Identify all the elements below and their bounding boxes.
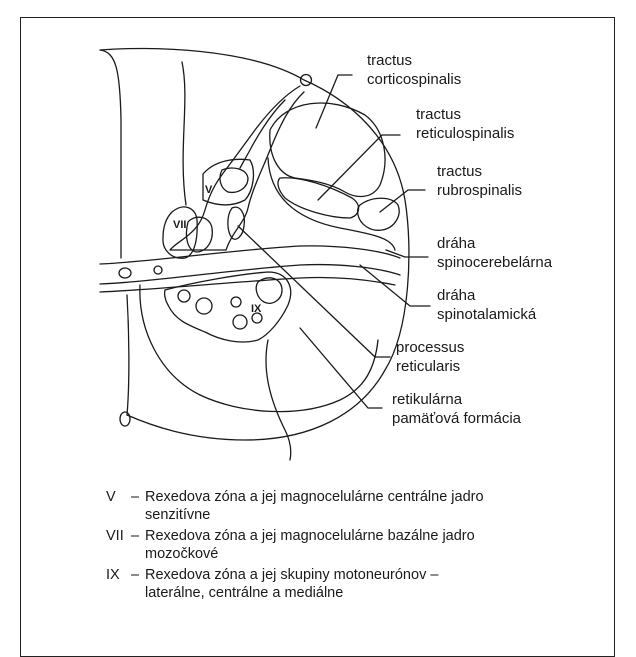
legend-dash: – xyxy=(131,527,139,545)
dorsal-horn-inner xyxy=(240,100,285,168)
motor-nucleus-3 xyxy=(231,297,241,307)
callout-processus-reticularis: processus reticularis xyxy=(396,338,464,376)
legend-num: IX xyxy=(106,566,132,584)
lateral-inner-curve xyxy=(268,158,395,250)
midline-left xyxy=(100,50,121,258)
legend-text: Rexedova zóna a jej skupiny motoneurónov… xyxy=(145,566,565,602)
label-ix: IX xyxy=(251,300,261,319)
tract-rubrospinal xyxy=(358,198,400,230)
ventral-root-line xyxy=(266,340,291,460)
motor-nucleus-4 xyxy=(233,315,247,329)
callout-retikularna-formacia: retikulárna pamäťová formácia xyxy=(392,390,521,428)
callout-tractus-reticulospinalis: tractus reticulospinalis xyxy=(416,105,514,143)
label-vii: VII xyxy=(173,216,186,235)
leader-reticulospinal xyxy=(318,135,400,200)
legend-text: Rexedova zóna a jej magnocelulárne bazál… xyxy=(145,527,565,563)
central-node xyxy=(154,266,162,274)
leader-corticospinal xyxy=(316,75,352,128)
motor-nucleus-1 xyxy=(178,290,190,302)
contour-nodule-top xyxy=(301,75,312,86)
commissure-band-1 xyxy=(100,246,400,264)
central-canal xyxy=(119,268,131,278)
leader-retikularna xyxy=(300,328,382,408)
outer-contour xyxy=(100,48,409,440)
callout-draha-spinotalamicka: dráha spinotalamická xyxy=(437,286,536,324)
midline-left-lower xyxy=(127,295,129,415)
legend-dash: – xyxy=(131,488,139,506)
legend-num: VII xyxy=(106,527,132,545)
legend-dash: – xyxy=(131,566,139,584)
leader-rubrospinal xyxy=(380,190,425,212)
callout-tractus-corticospinalis: tractus corticospinalis xyxy=(367,51,461,89)
inner-wavy-line xyxy=(182,62,186,205)
label-v: V xyxy=(205,181,212,200)
callout-tractus-rubrospinalis: tractus rubrospinalis xyxy=(437,162,522,200)
processus-reticularis-shape xyxy=(228,207,245,239)
commissure-band-3 xyxy=(100,277,395,292)
tract-reticulospinal xyxy=(278,178,359,218)
motor-nucleus-2 xyxy=(196,298,212,314)
contour-nodule-bottom xyxy=(120,412,130,426)
legend-text: Rexedova zóna a jej magnocelulárne centr… xyxy=(145,488,565,524)
callout-draha-spinocerebelarna: dráha spinocerebelárna xyxy=(437,234,552,272)
legend-num: V xyxy=(106,488,132,506)
